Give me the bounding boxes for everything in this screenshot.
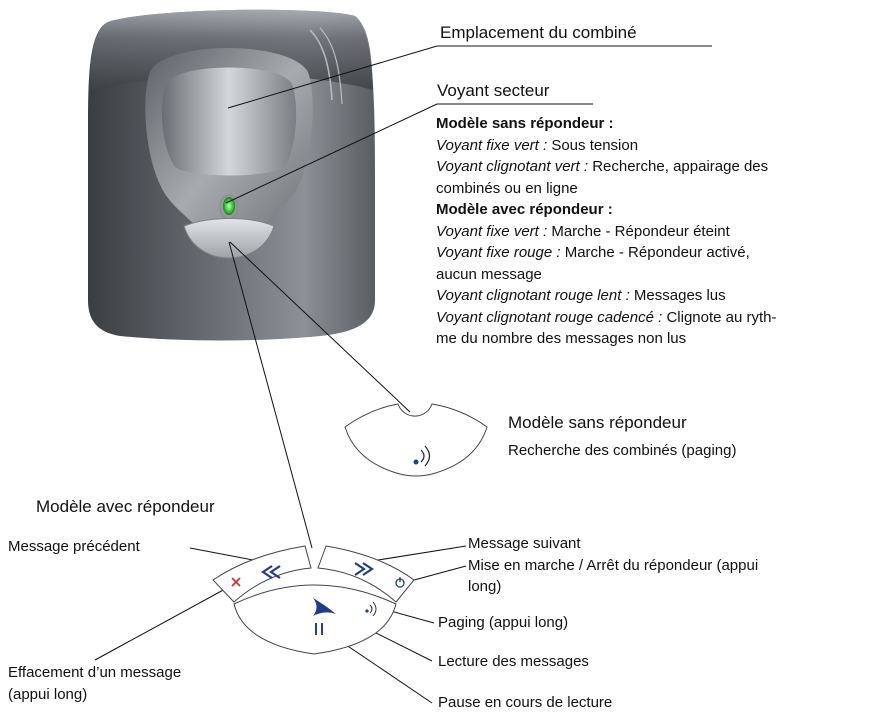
voyant-line-1-text: Sous tension (547, 136, 639, 154)
label-voyant-secteur: Voyant secteur (437, 81, 550, 100)
voyant-description: Modèle sans répondeur : Voyant fixe vert… (436, 113, 856, 350)
label-pause: Pause en cours de lecture (438, 694, 613, 711)
label-next: Message suivant (468, 535, 581, 552)
paging-icon-dot (413, 459, 419, 465)
avec-repondeur-heading: Modèle avec répondeur : (436, 201, 613, 218)
label-erase-2: (appui long) (8, 686, 88, 703)
base-button (183, 218, 275, 259)
line-button-to-avec (228, 241, 313, 549)
play-icon (313, 598, 336, 616)
line-emplacement (227, 45, 438, 109)
key-play (233, 584, 397, 655)
previous-icon (261, 565, 281, 579)
voyant-line-7: Voyant clignotant rouge lent : Messages … (436, 285, 856, 307)
line-button-to-sans (229, 241, 411, 413)
line-prev (189, 547, 259, 562)
voyant-line-4-text: Marche - Répondeur éteint (547, 222, 730, 240)
label-emplacement: Emplacement du combiné (440, 23, 637, 42)
voyant-line-5-label: Voyant fixe rouge : (436, 244, 561, 261)
label-lecture: Lecture des messages (438, 653, 589, 670)
label-avec-repondeur: Modèle avec répondeur (36, 497, 215, 516)
key-previous (212, 545, 312, 603)
keypad-avec-repondeur (212, 545, 415, 655)
button-sans-repondeur (344, 403, 488, 477)
voyant-line-6: aucun message (436, 265, 542, 283)
label-onoff-1: Mise en marche / Arrêt du répondeur (app… (468, 557, 759, 574)
label-sans-repondeur-sub: Recherche des combinés (paging) (508, 442, 737, 459)
pause-icon (315, 623, 323, 635)
handset-cradle-inner (161, 67, 297, 176)
line-erase (94, 581, 239, 661)
voyant-line-1: Voyant fixe vert : Sous tension (436, 135, 856, 157)
paging-key-sans (344, 403, 488, 477)
label-previous: Message précédent (8, 538, 140, 555)
voyant-line-2-text: Recherche, appairage des (588, 158, 769, 175)
voyant-line-4-label: Voyant fixe vert : (436, 222, 548, 240)
voyant-line-9: me du nombre des messages non lus (436, 330, 687, 347)
voyant-line-8-text: Clignote au ryth- (662, 308, 777, 326)
line-voyant (225, 103, 438, 204)
voyant-line-2-label: Voyant clignotant vert : (436, 158, 589, 175)
next-icon (354, 562, 374, 576)
label-paging: Paging (appui long) (438, 614, 569, 631)
voyant-line-2: Voyant clignotant vert : Recherche, appa… (436, 156, 856, 178)
voyant-line-5: Voyant fixe rouge : Marche - Répondeur a… (436, 242, 856, 264)
voyant-line-8: Voyant clignotant rouge cadencé : Cligno… (436, 307, 856, 329)
label-erase-1: Effacement d’un message (8, 664, 182, 681)
keypad-icons (231, 562, 405, 635)
voyant-line-4: Voyant fixe vert : Marche - Répondeur ét… (436, 221, 856, 243)
label-sans-repondeur: Modèle sans répondeur (508, 413, 687, 432)
label-onoff-2: long) (468, 578, 502, 595)
voyant-line-1-label: Voyant fixe vert : (436, 136, 548, 154)
base-station (88, 9, 375, 341)
power-led (223, 197, 235, 215)
voyant-line-8-label: Voyant clignotant rouge cadencé : (436, 308, 663, 326)
voyant-line-7-text: Messages lus (629, 287, 726, 304)
voyant-line-5-text: Marche - Répondeur activé, (560, 244, 750, 261)
line-next (371, 545, 467, 562)
sans-repondeur-heading: Modèle sans répondeur : (436, 115, 614, 132)
base-station-side-ridge (309, 29, 333, 101)
paging-icon-small (365, 609, 369, 613)
paging-icon-waves (420, 445, 431, 467)
voyant-line-3: combinés ou en ligne (436, 179, 578, 197)
voyant-line-7-label: Voyant clignotant rouge lent : (436, 287, 630, 304)
erase-icon (231, 577, 241, 587)
